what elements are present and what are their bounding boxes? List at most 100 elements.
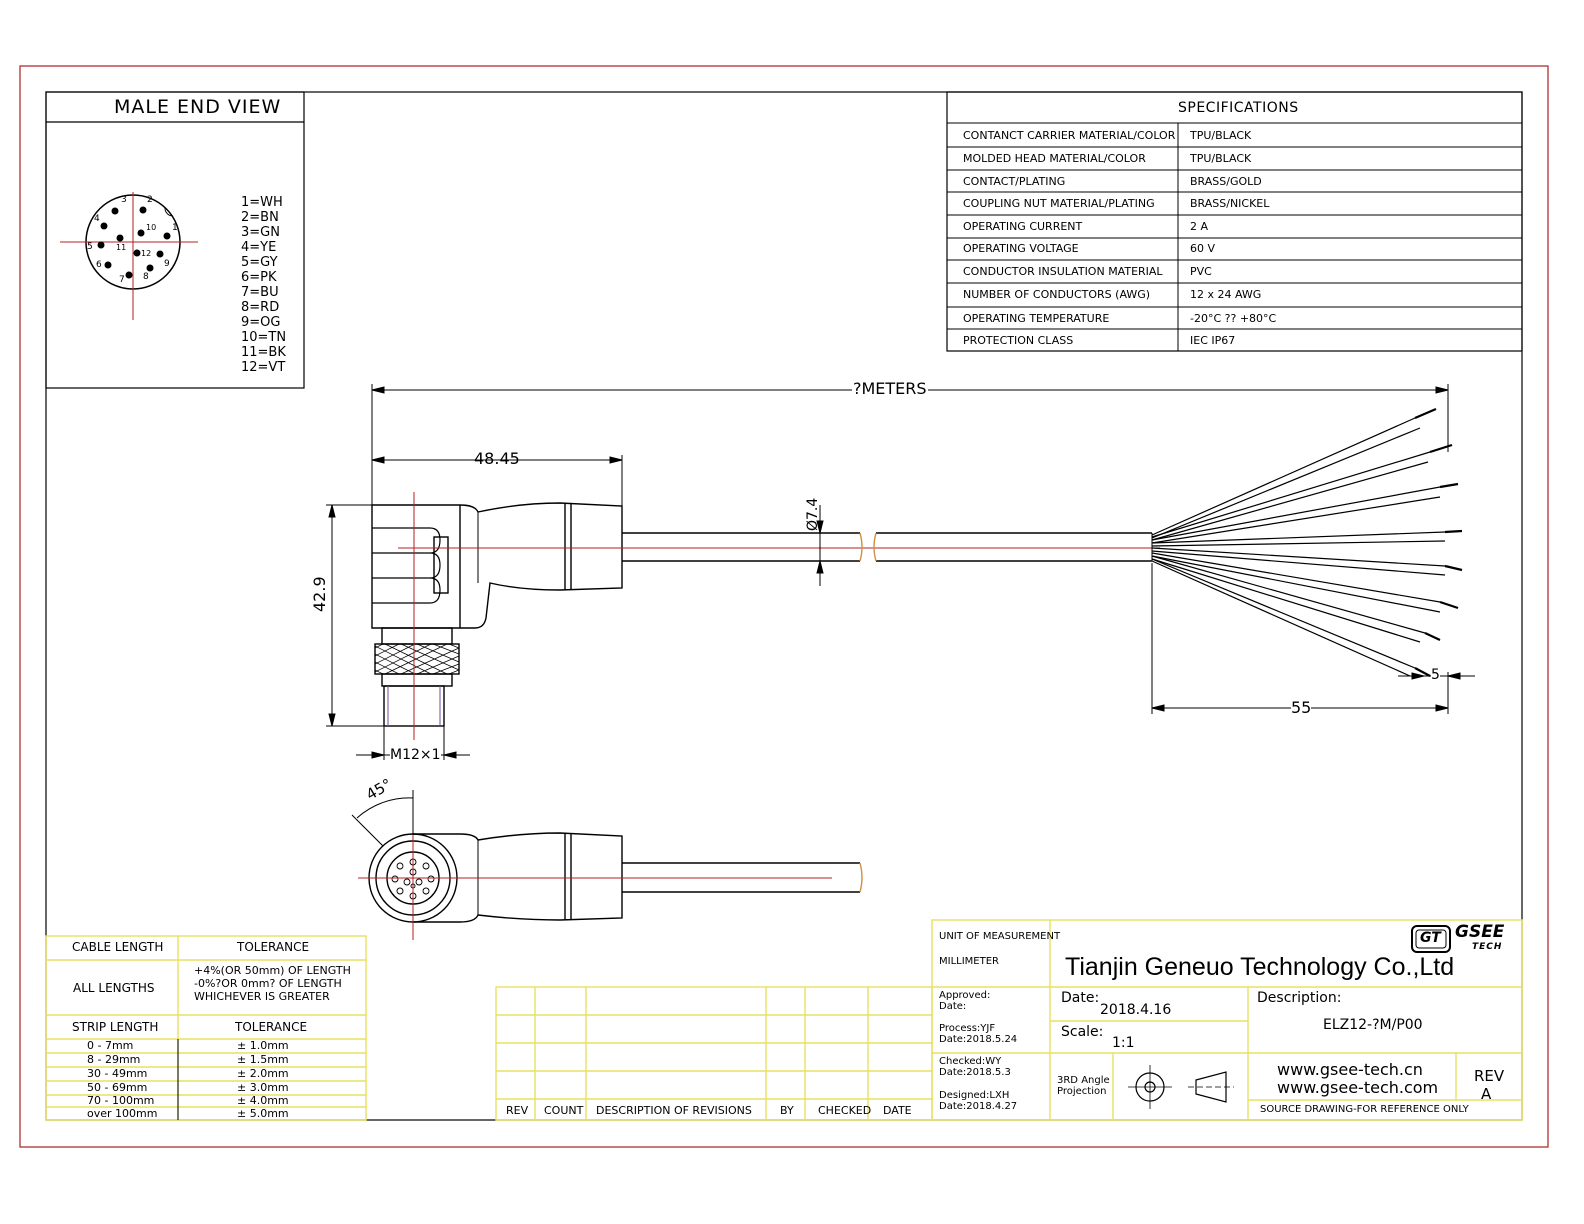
legend-entry: 4=YE (241, 240, 277, 255)
overall-length-dimension (371, 384, 1449, 528)
spec-value: PVC (1190, 265, 1212, 278)
process-label: Process:YJF (939, 1023, 996, 1034)
checked-col-header: CHECKED (818, 1104, 872, 1117)
spec-value: BRASS/GOLD (1190, 175, 1262, 188)
specifications-title: SPECIFICATIONS (1178, 100, 1299, 116)
unit-value: MILLIMETER (939, 956, 999, 967)
wire-tips (1414, 407, 1463, 677)
company-name: Tianjin Geneuo Technology Co.,Ltd (1065, 953, 1455, 981)
spec-label: OPERATING TEMPERATURE (963, 312, 1110, 325)
strip-range: 30 - 49mm (87, 1067, 148, 1080)
rev-label: REV (1474, 1067, 1505, 1085)
spec-label: COUPLING NUT MATERIAL/PLATING (963, 197, 1155, 210)
pin-number: 3 (121, 195, 127, 205)
spec-value: IEC IP67 (1190, 334, 1236, 347)
description-label: Description: (1257, 990, 1342, 1006)
strip-tol: ± 2.0mm (237, 1067, 289, 1080)
strip-tol: ± 1.5mm (237, 1053, 289, 1066)
overall-length-label: ?METERS (852, 379, 928, 398)
strip-length-label: 55 (1291, 698, 1312, 717)
rev-value: A (1481, 1085, 1492, 1103)
legend-entry: 2=BN (241, 210, 279, 225)
description-col-header: DESCRIPTION OF REVISIONS (596, 1104, 752, 1117)
description-value: ELZ12-?M/P00 (1323, 1017, 1423, 1033)
strip-tol: ± 4.0mm (237, 1094, 289, 1107)
pin-number: 7 (119, 275, 125, 285)
projection-line-2: Projection (1057, 1086, 1107, 1097)
strip-length-dimension (1151, 563, 1475, 714)
pin-number: 11 (116, 243, 127, 252)
knurl-pattern (374, 643, 460, 675)
legend-entry: 1=WH (241, 195, 283, 210)
logo-mark: GT (1420, 930, 1441, 946)
male-end-view-panel (45, 91, 305, 389)
spec-label: OPERATING VOLTAGE (963, 242, 1079, 255)
pin-number: 6 (96, 260, 102, 270)
pin-number: 8 (143, 272, 149, 282)
spec-label: PROTECTION CLASS (963, 334, 1074, 347)
spec-value: 2 A (1190, 220, 1209, 233)
date-value: 2018.4.16 (1100, 1002, 1172, 1018)
strip-range: 8 - 29mm (87, 1053, 141, 1066)
spec-value: TPU/BLACK (1190, 152, 1252, 165)
strip-tolerance-header: TOLERANCE (235, 1020, 308, 1034)
revisions-table-grid (495, 986, 933, 1121)
specifications-table (946, 91, 1523, 352)
strip-range: over 100mm (87, 1107, 158, 1120)
approved-label: Approved: (939, 990, 991, 1001)
legend-entry: 3=GN (241, 225, 280, 240)
strip-tol: ± 3.0mm (237, 1081, 289, 1094)
strip-range: 70 - 100mm (87, 1094, 155, 1107)
pin-number: 2 (147, 195, 153, 205)
spec-value: -20°C ?? +80°C (1190, 312, 1277, 325)
scale-value: 1:1 (1112, 1035, 1135, 1051)
angle-dimension (351, 790, 414, 847)
date-col-header: DATE (883, 1104, 912, 1117)
connector-side-view (371, 502, 623, 727)
strip-length-header: STRIP LENGTH (72, 1020, 159, 1034)
legend-entry: 12=VT (241, 360, 286, 375)
logo-name: GSEE (1455, 922, 1505, 942)
head-length-label: 48.45 (474, 449, 520, 468)
all-lengths-line: +4%(OR 50mm) OF LENGTH (194, 964, 351, 977)
spec-label: CONTACT/PLATING (963, 175, 1066, 188)
legend-entry: 5=GY (241, 255, 278, 270)
head-height-dimension (326, 504, 384, 727)
spec-label: CONTANCT CARRIER MATERIAL/COLOR (963, 129, 1176, 142)
logo-sub: TECH (1472, 942, 1503, 952)
rev-col-header: REV (506, 1104, 529, 1117)
pin-number: 1 (172, 223, 178, 233)
pin-number: 4 (94, 214, 100, 224)
designed-label: Designed:LXH (939, 1090, 1010, 1101)
strip-range: 50 - 69mm (87, 1081, 148, 1094)
legend-entry: 8=RD (241, 300, 280, 315)
thread-label: M12×1 (390, 747, 441, 763)
spec-label: CONDUCTOR INSULATION MATERIAL (963, 265, 1163, 278)
spec-value: BRASS/NICKEL (1190, 197, 1270, 210)
spec-label: NUMBER OF CONDUCTORS (AWG) (963, 288, 1151, 301)
all-lengths-line: -0%?OR 0mm? OF LENGTH (194, 977, 342, 990)
gsee-logo (1411, 925, 1451, 953)
pin-number: 12 (141, 249, 152, 258)
source-note: SOURCE DRAWING-FOR REFERENCE ONLY (1260, 1104, 1469, 1115)
strip-tol: ± 5.0mm (237, 1107, 289, 1120)
cable-side-view (622, 532, 1153, 562)
fanned-wires (1151, 417, 1446, 677)
tolerance-table-grid (45, 935, 367, 1121)
legend-entry: 10=TN (241, 330, 287, 345)
website-cn: www.gsee-tech.cn (1277, 1060, 1423, 1079)
spec-value: TPU/BLACK (1190, 129, 1252, 142)
cable-length-header: CABLE LENGTH (72, 940, 164, 954)
all-lengths-label: ALL LENGTHS (73, 981, 155, 995)
strip-range: 0 - 7mm (87, 1039, 134, 1052)
outer-frame (19, 65, 1549, 1148)
checked-label: Checked:WY (939, 1056, 1002, 1067)
date-label: Date: (1061, 990, 1100, 1006)
pin-number: 5 (87, 242, 93, 252)
designed-date: Date:2018.4.27 (939, 1101, 1018, 1112)
spec-label: OPERATING CURRENT (963, 220, 1083, 233)
wire-strip-label: 5 (1431, 667, 1440, 683)
unit-label: UNIT OF MEASUREMENT (939, 931, 1061, 942)
male-end-view-title: MALE END VIEW (114, 96, 282, 118)
